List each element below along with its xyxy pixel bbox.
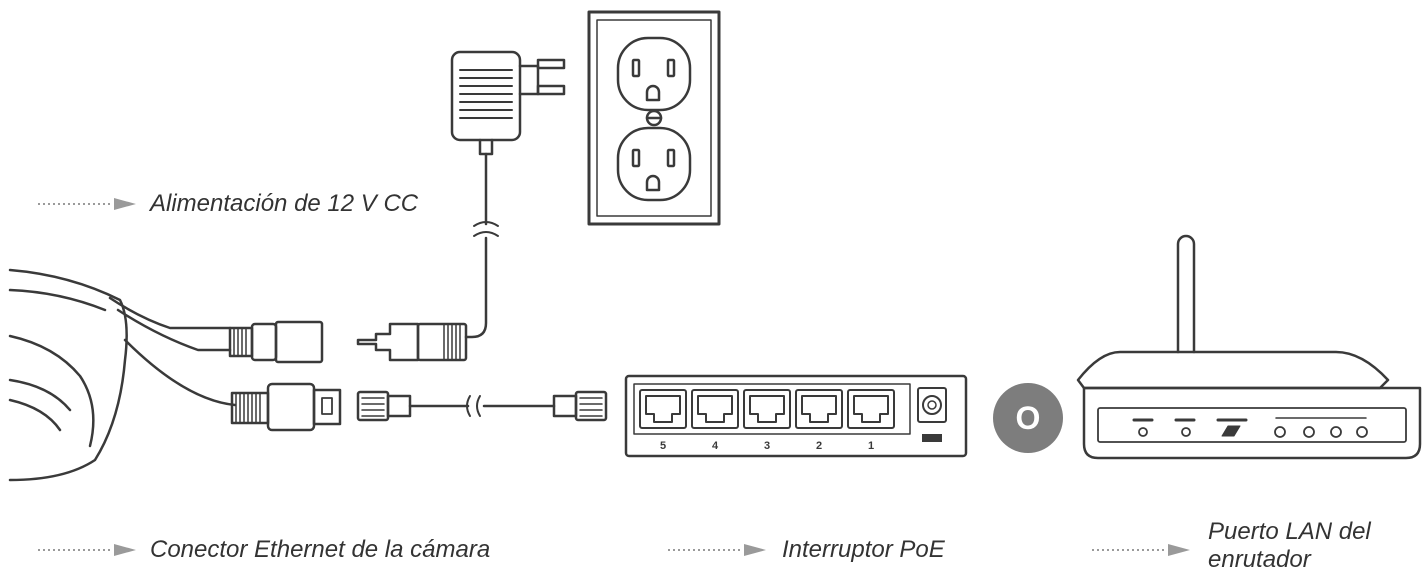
port-number: 2 xyxy=(816,440,822,452)
arrow-icon xyxy=(668,544,766,556)
port-number: 5 xyxy=(660,440,666,452)
poe-switch-label: Interruptor PoE xyxy=(782,536,945,563)
camera-dc-jack xyxy=(228,320,324,364)
dome-camera xyxy=(8,268,237,482)
port-number: 3 xyxy=(764,440,770,452)
ethernet-cable xyxy=(356,390,608,422)
or-badge: O xyxy=(993,383,1063,453)
router-lan-label-line1: Puerto LAN del xyxy=(1208,518,1371,545)
wireless-router xyxy=(1076,234,1422,460)
port-number: 1 xyxy=(868,440,874,452)
wall-outlet xyxy=(587,10,721,226)
port-number: 4 xyxy=(712,440,719,452)
poe-switch xyxy=(624,374,968,458)
arrow-icon xyxy=(38,198,136,210)
camera-ethernet-jack xyxy=(230,382,342,432)
switch-port-numbers: 5 4 3 2 1 xyxy=(660,440,874,452)
router-lan-label-line2: enrutador xyxy=(1208,546,1311,573)
power-adapter xyxy=(450,50,566,339)
dc-plug xyxy=(356,322,468,362)
arrow-icon xyxy=(38,544,136,556)
power-label: Alimentación de 12 V CC xyxy=(150,190,419,217)
arrow-icon xyxy=(1092,544,1190,556)
camera-ethernet-label: Conector Ethernet de la cámara xyxy=(150,536,491,563)
